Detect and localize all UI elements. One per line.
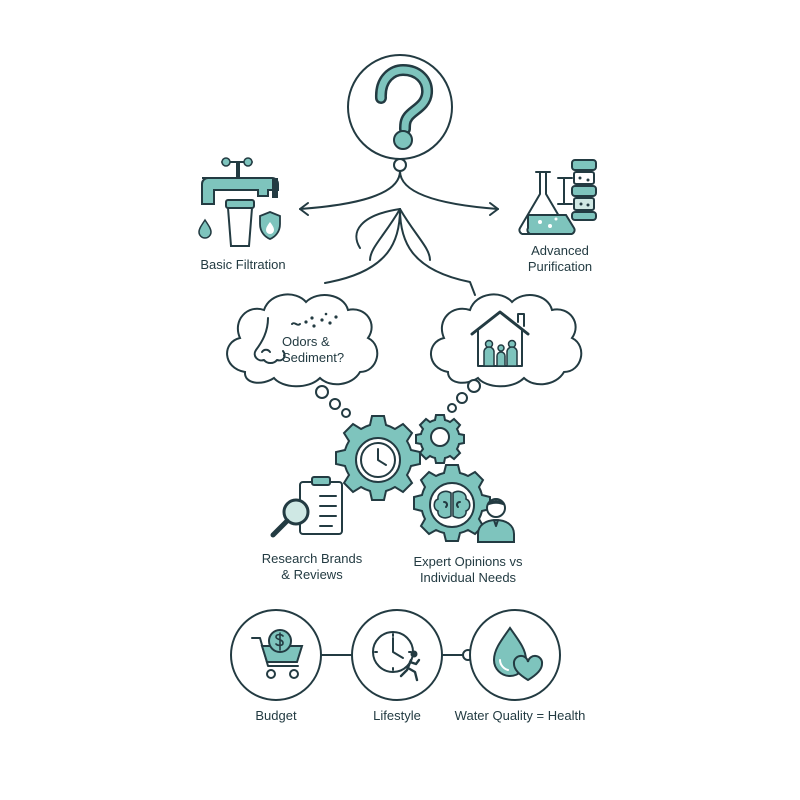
factors-row bbox=[230, 609, 561, 701]
faucet-filter-icon bbox=[198, 157, 281, 247]
brain-icon bbox=[433, 490, 471, 519]
water-quality-label: Water Quality = Health bbox=[454, 708, 586, 723]
lifestyle-label: Lifestyle bbox=[373, 708, 421, 723]
water-drop-heart-icon bbox=[492, 626, 544, 682]
clock-runner-icon bbox=[372, 631, 421, 682]
expert-person-icon bbox=[477, 498, 515, 543]
advanced-purification-label: Advanced Purification bbox=[527, 243, 593, 274]
research-label: Research Brands & Reviews bbox=[261, 551, 363, 582]
question-mark-icon bbox=[375, 63, 434, 150]
clipboard-magnifier-icon bbox=[270, 476, 343, 538]
odor-particles-icon bbox=[291, 312, 338, 328]
home-thought-bubble bbox=[430, 293, 583, 413]
budget-factor bbox=[230, 609, 322, 701]
question-circle bbox=[347, 54, 453, 160]
house-family-icon bbox=[470, 310, 530, 367]
budget-label: Budget bbox=[255, 708, 297, 723]
lifestyle-factor bbox=[351, 609, 443, 701]
basic-filtration-label: Basic Filtration bbox=[200, 257, 286, 272]
gears-clock-icon bbox=[335, 414, 491, 542]
shopping-cart-coin-icon bbox=[251, 629, 304, 679]
expert-label: Expert Opinions vs Individual Needs bbox=[413, 554, 523, 585]
nose-icon bbox=[253, 317, 286, 364]
flask-lab-icon bbox=[518, 159, 597, 236]
water-quality-factor bbox=[469, 609, 561, 701]
odors-thought-bubble bbox=[226, 293, 379, 418]
branch-connectors bbox=[299, 158, 499, 296]
odors-sediment-label: Odors & Sediment? bbox=[282, 334, 345, 365]
